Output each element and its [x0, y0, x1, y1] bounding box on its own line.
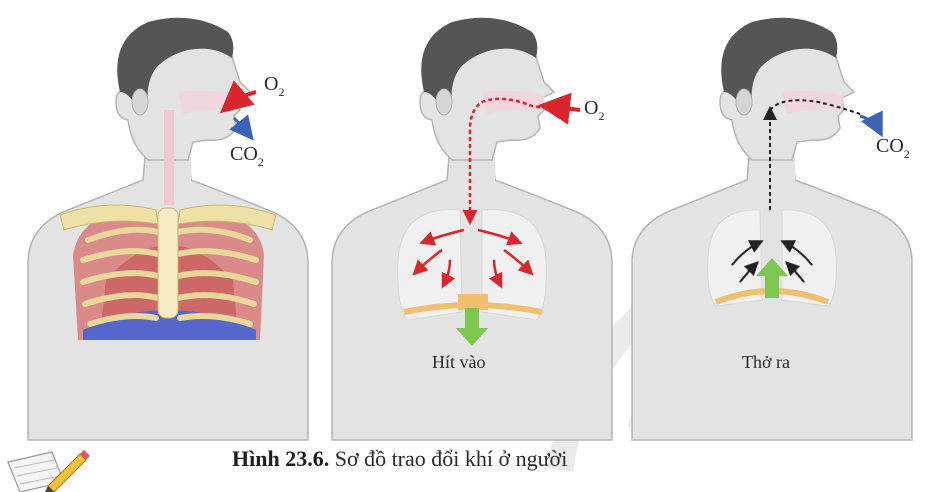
figure-title: Sơ đồ trao đổi khí ở người	[335, 446, 568, 471]
panel-anatomy: O2 CO2	[28, 18, 308, 440]
exhale-label: Thở ra	[742, 352, 790, 372]
ribcage	[60, 205, 276, 340]
o2-label: O2	[584, 97, 604, 123]
panel-exhale: CO2 Thở ra	[632, 18, 912, 440]
figure-number: Hình 23.6.	[232, 446, 329, 471]
panel-inhale: O2 Hít vào	[332, 18, 612, 440]
co2-label: CO2	[876, 135, 910, 161]
figure-caption: Hình 23.6. Sơ đồ trao đổi khí ở người	[232, 446, 567, 472]
notebook-pencil-icon	[8, 450, 90, 492]
co2-label: CO2	[230, 143, 264, 169]
inhale-label: Hít vào	[432, 352, 486, 372]
o2-label: O2	[264, 73, 284, 99]
